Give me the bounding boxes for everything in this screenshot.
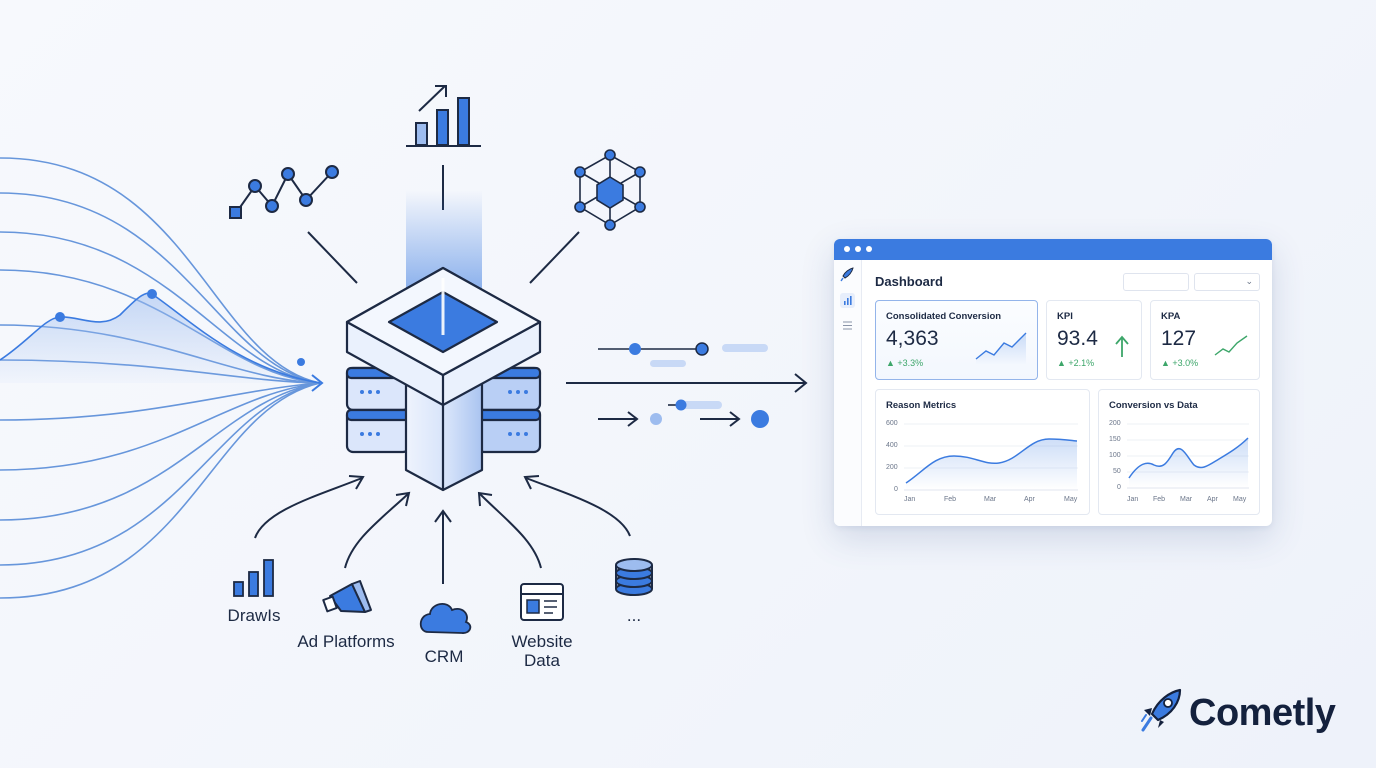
y-tick: 150 — [1109, 436, 1121, 443]
y-tick: 0 — [1117, 484, 1121, 491]
y-tick: 200 — [1109, 420, 1121, 427]
megaphone-icon — [322, 580, 372, 613]
x-tick: Feb — [1153, 496, 1166, 503]
filter-dropdown[interactable]: ⌄ — [1194, 273, 1260, 291]
x-tick: Apr — [1024, 496, 1035, 503]
analytics-icon[interactable] — [840, 293, 855, 308]
line-chart — [1127, 423, 1249, 489]
y-tick: 100 — [1109, 452, 1121, 459]
source-arrows — [254, 475, 631, 584]
x-tick: May — [1233, 496, 1247, 503]
x-tick: Jan — [1127, 496, 1139, 503]
y-tick: 50 — [1113, 468, 1121, 475]
source-label-website-data: Website Data — [511, 632, 573, 670]
rocket-icon — [1141, 688, 1182, 732]
window-control-dot[interactable] — [866, 246, 872, 252]
card-title: KPI — [1057, 311, 1073, 322]
server-module — [345, 408, 411, 454]
kpi-card-kpi[interactable]: KPI 93.4 ▲ +2.1% — [1046, 300, 1142, 380]
date-range-input[interactable] — [1123, 273, 1189, 291]
brand-wordmark: Cometly — [1189, 692, 1336, 734]
stream-node — [55, 312, 65, 322]
window-control-dot[interactable] — [844, 246, 850, 252]
server-module — [476, 408, 542, 454]
source-label-ad-platforms: Ad Platforms — [297, 632, 395, 651]
line-chart — [904, 423, 1078, 491]
card-delta: ▲ +3.0% — [1161, 358, 1199, 368]
source-label-crm: CRM — [424, 647, 464, 666]
browser-window-icon — [520, 583, 564, 621]
card-delta: ▲ +3.3% — [886, 358, 924, 368]
source-label-more: ... — [626, 606, 642, 625]
x-tick: Jan — [904, 496, 916, 503]
kpi-card-kpa[interactable]: KPA 127 ▲ +3.0% — [1150, 300, 1260, 380]
bar-growth-icon — [406, 85, 481, 147]
card-title: Reason Metrics — [886, 400, 957, 411]
card-value: 127 — [1161, 327, 1197, 350]
chevron-down-icon: ⌄ — [1245, 276, 1253, 286]
stream-node — [147, 289, 157, 299]
database-icon — [615, 558, 653, 596]
stream-node — [297, 358, 305, 366]
sparkline-chart — [975, 332, 1027, 365]
chart-card-reason-metrics[interactable]: Reason Metrics 600 400 200 0 Jan Feb Mar… — [875, 389, 1090, 515]
kpi-card-consolidated-conversion[interactable]: Consolidated Conversion 4,363 ▲ +3.3% — [875, 300, 1038, 380]
line-chart-icon — [229, 165, 339, 219]
y-tick: 400 — [886, 442, 898, 449]
window-control-dot[interactable] — [855, 246, 861, 252]
x-tick: Apr — [1207, 496, 1218, 503]
sparkline-chart — [1214, 335, 1248, 356]
y-tick: 0 — [894, 486, 898, 493]
x-tick: Mar — [984, 496, 997, 503]
chart-card-conversion-vs-data[interactable]: Conversion vs Data 200 150 100 50 0 Jan … — [1098, 389, 1260, 515]
cloud-icon — [419, 603, 472, 634]
card-title: KPA — [1161, 311, 1181, 322]
y-tick: 600 — [886, 420, 898, 427]
card-title: Conversion vs Data — [1109, 400, 1198, 411]
x-tick: Mar — [1180, 496, 1193, 503]
x-tick: Feb — [944, 496, 957, 503]
incoming-area-wave — [0, 293, 320, 383]
menu-icon[interactable] — [840, 318, 855, 333]
card-delta: ▲ +2.1% — [1057, 358, 1095, 368]
bar-chart-icon — [233, 559, 274, 597]
network-graph-icon — [574, 149, 646, 231]
incoming-arrow-head — [311, 374, 324, 392]
dashboard-sidebar — [834, 260, 862, 526]
dashboard-title: Dashboard — [875, 274, 943, 289]
x-tick: May — [1064, 496, 1078, 503]
outgoing-data-flow — [566, 348, 808, 427]
card-value: 4,363 — [886, 327, 939, 350]
central-data-hub — [345, 266, 542, 492]
y-tick: 200 — [886, 464, 898, 471]
arrow-up-icon — [1115, 335, 1129, 357]
rocket-icon[interactable] — [840, 267, 855, 282]
source-label-drawis: DrawIs — [227, 606, 281, 625]
card-value: 93.4 — [1057, 327, 1098, 350]
window-titlebar — [834, 239, 1272, 260]
card-title: Consolidated Conversion — [886, 311, 1002, 322]
dashboard-window: Dashboard ⌄ Consolidated Conversion 4,36… — [834, 239, 1272, 526]
